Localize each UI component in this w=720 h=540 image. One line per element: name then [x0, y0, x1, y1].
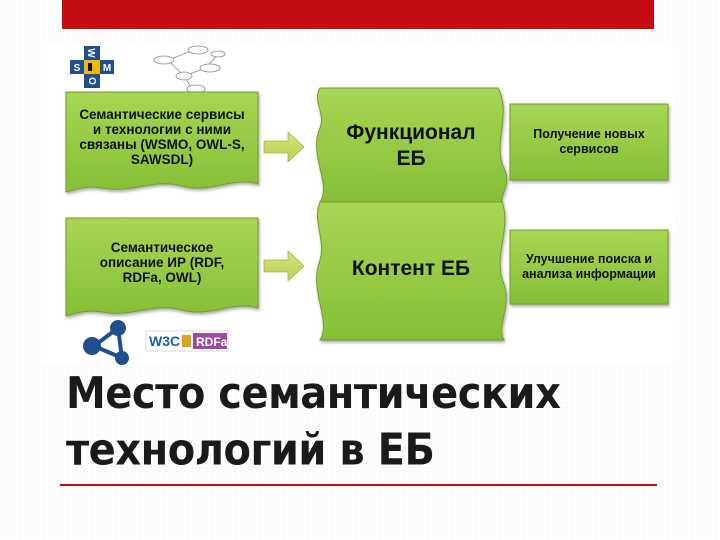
diagram-canvas: W S M O	[65, 45, 669, 365]
slide-title: Место семантических технологий в ЕБ	[66, 369, 561, 476]
w3c-logo-text: W3C	[149, 333, 180, 349]
center-box-1-label: Функционал ЕБ	[346, 121, 476, 170]
title-underline	[60, 484, 657, 486]
left-box-1-label: Семантические сервисы и технологии с ним…	[79, 107, 245, 167]
right-box-1-label: Получение новых сервисов	[533, 127, 645, 156]
ontology-graph-icon	[153, 45, 226, 94]
left-box-1	[65, 91, 259, 193]
top-accent-bar	[62, 0, 654, 29]
wsmo-letter-o: O	[88, 77, 99, 85]
network-molecule-icon	[83, 320, 129, 365]
right-box-2-label: Улучшение поиска и анализа информации	[522, 252, 656, 281]
left-box-2-label: Семантическое описание ИР (RDF, RDFa, OW…	[99, 239, 225, 285]
center-box-2	[316, 201, 507, 341]
right-box-2	[509, 229, 669, 305]
arrow-left-to-center-2	[263, 250, 305, 282]
right-box-1	[509, 103, 669, 181]
center-box-2-label: Контент ЕБ	[351, 257, 471, 280]
diagram-image: W S M O	[42, 44, 674, 366]
wsmo-letter-s: S	[74, 63, 81, 74]
w3c-rdfa-logo: W3C RDFa	[145, 330, 229, 352]
wsmo-letter-w: W	[85, 48, 96, 58]
left-box-2	[65, 217, 259, 317]
rdfa-logo-text: RDFa	[196, 335, 228, 349]
arrow-left-to-center-1	[263, 131, 305, 163]
wsmo-logo-icon: W S M O	[70, 46, 114, 88]
wsmo-letter-m: M	[103, 63, 111, 74]
